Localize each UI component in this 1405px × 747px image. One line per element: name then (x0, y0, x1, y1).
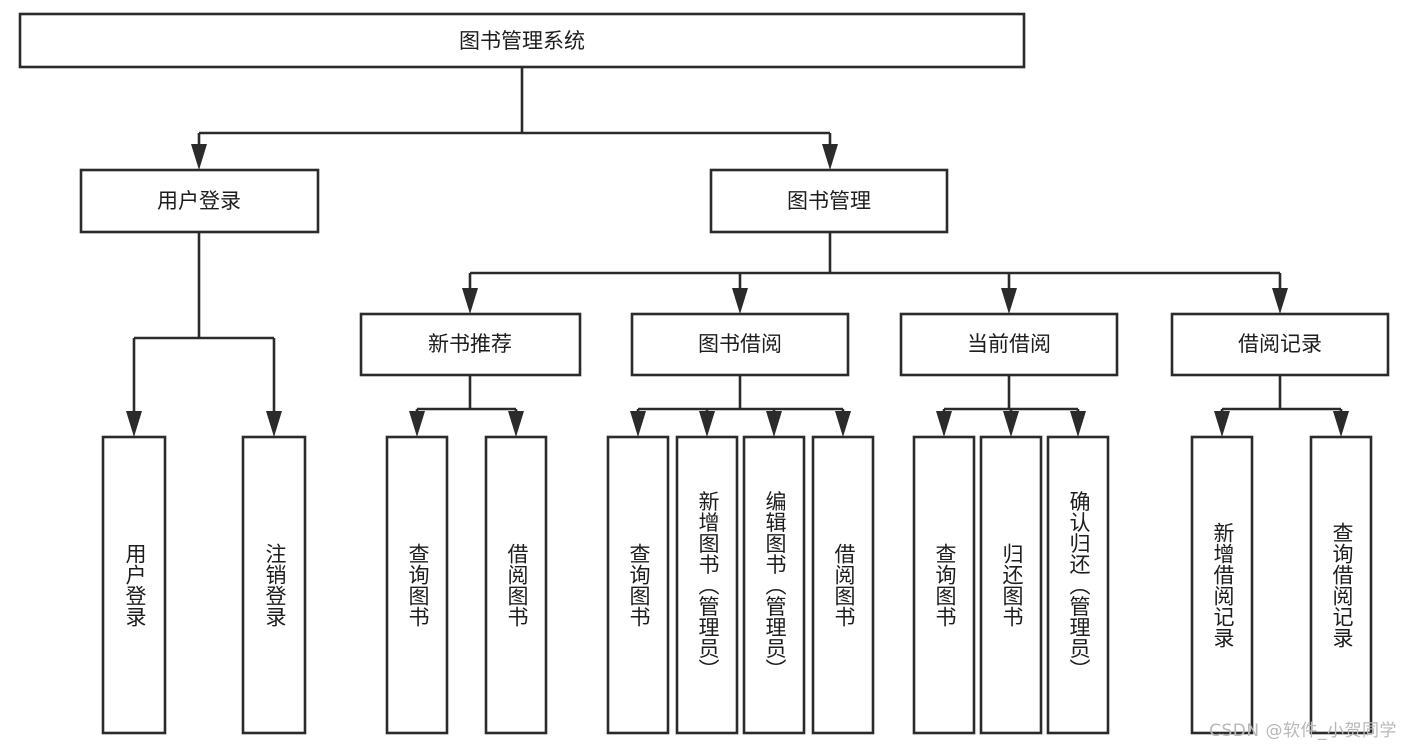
arrow-head-new-book (462, 288, 478, 314)
leaf-borrow-record-2-box[interactable] (1309, 435, 1373, 735)
arrow-head-book-borrow (732, 288, 748, 314)
node-current-borrow[interactable]: 当前借阅 (899, 312, 1119, 377)
arrow-head-leaf-book-borrow-2 (699, 411, 715, 437)
connector-group-root (191, 67, 838, 170)
node-book-borrow[interactable]: 图书借阅 (630, 312, 850, 377)
arrow-head-leaf-book-borrow-1 (630, 411, 646, 437)
node-user-login[interactable]: 用户登录 (79, 168, 320, 234)
leaf-book-borrow-4-box[interactable] (811, 435, 875, 735)
arrow-head-current-borrow (1001, 288, 1017, 314)
leaf-current-borrow-3-label: 确认归还（管理员） (1067, 491, 1091, 680)
arrow-head-leaf-user-login-2 (266, 411, 282, 437)
arrow-head-leaf-book-borrow-4 (835, 411, 851, 437)
connector-group-borrow-record (1214, 375, 1349, 437)
arrow-head-leaf-current-borrow-1 (936, 411, 952, 437)
leaf-current-borrow-1-label: 查询图书 (933, 543, 957, 627)
leaf-book-borrow-2-label: 新增图书（管理员） (696, 491, 720, 680)
csdn-watermark: CSDN @软件_小贺同学 (1209, 721, 1397, 741)
node-book-borrow-box[interactable] (630, 312, 850, 377)
leaf-node-current-borrow-2[interactable]: 归还图书 (979, 435, 1043, 735)
arrow-head-book-manage (822, 144, 838, 170)
leaf-user-login-2-box[interactable] (241, 435, 307, 735)
arrow-head-leaf-borrow-record-2 (1333, 411, 1349, 437)
leaf-borrow-record-1-box[interactable] (1190, 435, 1254, 735)
connector-group-book-manage (462, 232, 1288, 314)
node-book-manage-box[interactable] (709, 168, 949, 234)
leaf-book-borrow-4-label: 借阅图书 (832, 543, 856, 627)
leaf-node-borrow-record-1[interactable]: 新增借阅记录 (1190, 435, 1254, 735)
leaf-user-login-1-label: 用户登录 (123, 543, 147, 627)
connector-group-book-borrow (630, 375, 851, 437)
leaf-new-book-1-label: 查询图书 (406, 543, 430, 627)
node-user-login-box[interactable] (79, 168, 320, 234)
node-root-system[interactable]: 图书管理系统 (18, 12, 1026, 69)
leaf-node-new-book-1[interactable]: 查询图书 (385, 435, 449, 735)
leaf-current-borrow-2-label: 归还图书 (1000, 543, 1024, 627)
node-new-book-box[interactable] (359, 312, 582, 377)
leaf-borrow-record-1-label: 新增借阅记录 (1211, 522, 1235, 648)
leaf-new-book-2-label: 借阅图书 (505, 543, 529, 627)
leaf-node-book-borrow-2[interactable]: 新增图书（管理员） (675, 435, 739, 735)
leaf-book-borrow-2-box[interactable] (675, 435, 739, 735)
leaf-node-new-book-2[interactable]: 借阅图书 (484, 435, 548, 735)
leaf-borrow-record-2-label: 查询借阅记录 (1330, 522, 1354, 648)
arrow-head-borrow-record (1272, 288, 1288, 314)
leaf-book-borrow-3-label: 编辑图书（管理员） (763, 491, 787, 680)
leaf-book-borrow-1-box[interactable] (606, 435, 670, 735)
leaf-current-borrow-2-box[interactable] (979, 435, 1043, 735)
arrow-head-user-login (191, 144, 207, 170)
node-borrow-record-label: 借阅记录 (1238, 332, 1322, 356)
connector-group-user-login (126, 232, 282, 437)
node-borrow-record[interactable]: 借阅记录 (1170, 312, 1390, 377)
arrow-head-leaf-current-borrow-3 (1070, 411, 1086, 437)
leaf-user-login-1-box[interactable] (101, 435, 167, 735)
node-user-login-label: 用户登录 (157, 189, 241, 213)
node-root-box[interactable] (18, 12, 1026, 69)
node-root-label: 图书管理系统 (459, 29, 585, 53)
leaf-new-book-1-box[interactable] (385, 435, 449, 735)
leaf-current-borrow-1-box[interactable] (912, 435, 976, 735)
arrow-head-leaf-new-book-2 (508, 411, 524, 437)
leaf-node-book-borrow-1[interactable]: 查询图书 (606, 435, 670, 735)
leaf-node-book-borrow-4[interactable]: 借阅图书 (811, 435, 875, 735)
leaf-node-current-borrow-1[interactable]: 查询图书 (912, 435, 976, 735)
leaf-book-borrow-1-label: 查询图书 (627, 543, 651, 627)
node-book-borrow-label: 图书借阅 (698, 332, 782, 356)
leaf-node-user-login-2[interactable]: 注销登录 (241, 435, 307, 735)
leaf-node-current-borrow-3[interactable]: 确认归还（管理员） (1046, 435, 1110, 735)
connector-group-new-book (409, 375, 524, 437)
leaf-current-borrow-3-box[interactable] (1046, 435, 1110, 735)
node-new-book-recommend[interactable]: 新书推荐 (359, 312, 582, 377)
node-book-manage-label: 图书管理 (787, 189, 871, 213)
leaf-node-user-login-1[interactable]: 用户登录 (101, 435, 167, 735)
node-current-borrow-box[interactable] (899, 312, 1119, 377)
arrow-head-leaf-current-borrow-2 (1003, 411, 1019, 437)
leaf-user-login-2-label: 注销登录 (263, 543, 287, 627)
node-current-borrow-label: 当前借阅 (967, 332, 1051, 356)
leaf-book-borrow-3-box[interactable] (742, 435, 806, 735)
node-new-book-label: 新书推荐 (428, 332, 512, 356)
leaf-node-borrow-record-2[interactable]: 查询借阅记录 (1309, 435, 1373, 735)
arrow-head-leaf-user-login-1 (126, 411, 142, 437)
arrow-head-leaf-book-borrow-3 (766, 411, 782, 437)
connector-group-current-borrow (936, 375, 1086, 437)
leaf-new-book-2-box[interactable] (484, 435, 548, 735)
arrow-head-leaf-borrow-record-1 (1214, 411, 1230, 437)
arrow-head-leaf-new-book-1 (409, 411, 425, 437)
node-book-manage[interactable]: 图书管理 (709, 168, 949, 234)
node-borrow-record-box[interactable] (1170, 312, 1390, 377)
leaf-node-book-borrow-3[interactable]: 编辑图书（管理员） (742, 435, 806, 735)
